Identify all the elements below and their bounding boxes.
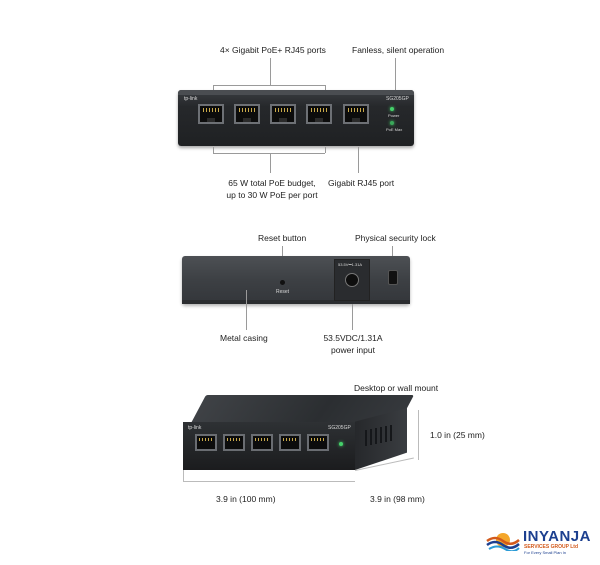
led-power-icon [390,107,394,111]
side-vent [385,426,387,442]
poe-port-2 [234,104,260,124]
label-budget-line2: up to 30 W PoE per port [226,190,318,200]
bracket-ports-right [325,85,326,91]
side-vent [365,430,367,446]
label-width: 3.9 in (100 mm) [216,494,276,504]
side-vent [390,425,392,441]
front-top-strip [178,90,414,95]
security-lock-slot-icon [388,270,398,285]
persp-led-icon [339,442,343,446]
dc-power-panel: 53.5V⎓1.31A [334,259,370,301]
poe-port-3 [270,104,296,124]
persp-brand: tp-link [188,425,202,431]
bracket-budget-bottom [213,153,325,154]
led-power-label: Power [388,113,400,118]
front-model: SG205GP [386,96,409,102]
logo-subtitle: SERVICES GROUP Ltd [524,544,578,550]
persp-port-2 [223,434,245,451]
leader-power [352,304,353,330]
front-brand: tp-link [184,96,198,102]
label-poe-ports: 4× Gigabit PoE+ RJ45 ports [220,45,326,55]
led-poe-max-label: PoE Max [386,127,403,132]
dc-jack-icon [345,273,359,287]
bracket-budget-left [213,147,214,153]
leader-casing [246,290,247,330]
bracket-ports-top [213,85,325,86]
persp-port-1 [195,434,217,451]
side-vent [380,427,382,443]
persp-port-3 [251,434,273,451]
label-desktop-wall-mount: Desktop or wall mount [354,383,439,393]
label-depth: 3.9 in (98 mm) [370,494,425,504]
label-reset-button: Reset button [258,233,307,243]
label-security-lock: Physical security lock [355,233,436,243]
bracket-budget-right [325,147,326,153]
poe-port-1 [198,104,224,124]
persp-model: SG205GP [328,425,351,431]
side-vent [375,428,377,444]
dim-width-left-tick [183,470,184,482]
persp-port-4 [279,434,301,451]
persp-port-5 [307,434,329,451]
dim-height-line [418,410,419,460]
switch-front-surface: tp-link SG205GP [183,422,355,470]
dc-rating-text: 53.5V⎓1.31A [338,262,363,267]
leader-uplink [358,147,359,173]
label-height: 1.0 in (25 mm) [430,430,485,440]
label-metal-casing: Metal casing [220,333,268,343]
inyanja-logo-emblem-icon [486,533,520,551]
label-power-line2: power input [331,345,375,355]
dim-width-line [183,481,355,482]
leader-fanless [395,58,396,92]
reset-hole-icon [280,280,285,285]
label-fanless: Fanless, silent operation [352,45,445,55]
led-poe-max-icon [390,121,394,125]
label-uplink: Gigabit RJ45 port [328,178,395,188]
switch-rear-view: Reset 53.5V⎓1.31A [182,256,410,304]
logo-name: INYANJA [523,528,591,545]
switch-front-view: tp-link SG205GP Power PoE Max [178,90,414,146]
label-power-line1: 53.5VDC/1.31A [323,333,383,343]
side-vent [370,429,372,445]
leader-budget [270,153,271,173]
label-budget-line1: 65 W total PoE budget, [228,178,316,188]
uplink-port-5 [343,104,369,124]
reset-text: Reset [276,289,290,295]
bracket-ports-left [213,85,214,91]
logo-tagline: For Every Small Plan In [524,550,567,555]
poe-port-4 [306,104,332,124]
rear-bottom-lip [182,300,410,304]
leader-ports [270,58,271,85]
